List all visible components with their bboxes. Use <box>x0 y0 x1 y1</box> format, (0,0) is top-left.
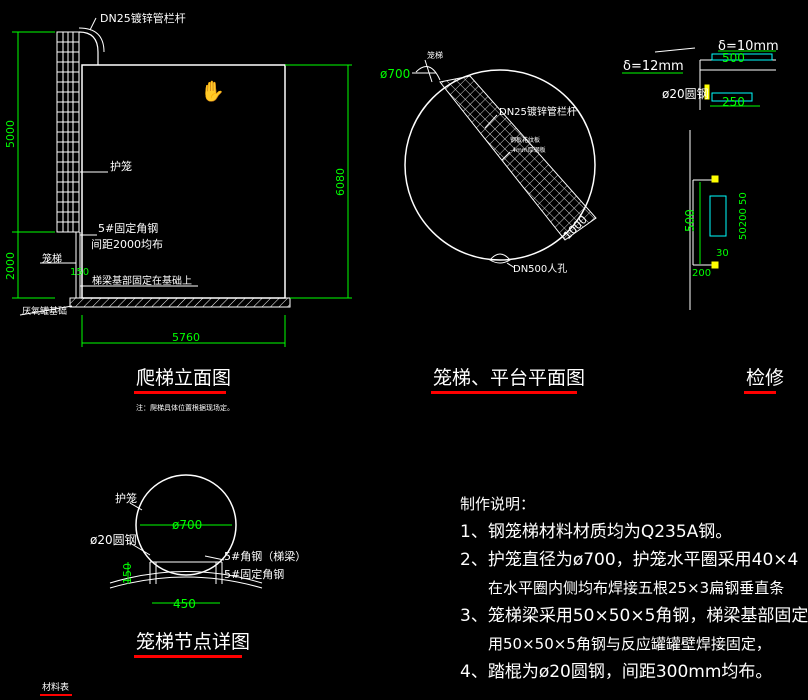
notes-title: 制作说明： <box>460 495 536 513</box>
elevation-title: 爬梯立面图 <box>136 367 231 389</box>
elevation-note: 注：爬梯具体位置根据现场定。 <box>136 403 234 412</box>
node-round-steel: ø20圆钢 <box>90 533 137 547</box>
node-dim-450: 450 <box>173 597 196 611</box>
node-cage-label: 护笼 <box>115 491 137 505</box>
node-title-underline <box>134 655 242 658</box>
notes-line-3: 3、笼梯梁采用50×50×5角钢，梯梁基部固定 <box>460 606 808 626</box>
elev-cage-label: 护笼 <box>110 159 132 173</box>
railing-arc <box>78 31 99 65</box>
detail-dim-30: 30 <box>716 248 729 259</box>
elev-dim-2000: 2000 <box>4 252 17 280</box>
elevation-title-underline <box>134 391 226 394</box>
detail-delta-12: δ=12mm <box>623 59 684 74</box>
detail-dim-500a: 500 <box>722 51 745 65</box>
detail-title: 检修 <box>746 367 784 389</box>
elev-dim-5000: 5000 <box>4 120 17 148</box>
elev-ladder-label: 笼梯 <box>42 252 62 265</box>
node-cage-circle <box>135 474 237 576</box>
plan-plate-label-2: -4mm厚钢板 <box>510 146 546 154</box>
elev-angle-label-2: 间距2000均布 <box>91 238 163 251</box>
notes-line-3b: 用50×50×5角钢与反应罐罐壁焊接固定， <box>488 635 771 653</box>
material-table-label: 材料表 <box>42 681 69 693</box>
notes-line-4: 4、踏棍为ø20圆钢，间距300mm均布。 <box>460 662 773 682</box>
cursor-hand-icon: ✋ <box>200 79 225 103</box>
elev-base-label: 梯梁基部固定在基础上 <box>92 274 192 287</box>
elev-foundation-label: 厌氧罐基础 <box>22 305 67 317</box>
detail-dim-250: 250 <box>722 95 745 109</box>
detail-title-underline <box>744 391 776 394</box>
foundation-hatch <box>69 297 291 308</box>
plan-title-underline <box>431 391 577 394</box>
plan-view: ø700 笼梯 DN25镀锌管栏杆 钢板花纹板 -4mm厚钢板 1000 DN5… <box>380 50 597 394</box>
detail-dim-500b: 500 <box>683 209 697 232</box>
elevation-view: ✋ DN25镀锌管栏杆 护笼 5#固定角钢 间距2000均布 <box>4 11 352 412</box>
production-notes: 制作说明： 1、钢笼梯材料材质均为Q235A钢。 2、护笼直径为ø700，护笼水… <box>460 490 808 686</box>
plan-manhole-label: DN500人孔 <box>513 263 567 275</box>
cad-drawing: ✋ DN25镀锌管栏杆 护笼 5#固定角钢 间距2000均布 <box>4 11 784 696</box>
node-angle-1: 5#角钢（梯梁） <box>224 549 306 563</box>
manhole-icon <box>489 253 511 264</box>
detail-round-steel: ø20圆钢 <box>662 87 709 101</box>
elev-dim-150: 150 <box>70 267 89 278</box>
plan-title: 笼梯、平台平面图 <box>433 367 585 389</box>
plan-cage-label: 笼梯 <box>427 50 443 60</box>
node-dim-700: ø700 <box>172 518 202 532</box>
node-detail-view: 护笼 ø700 ø20圆钢 5#角钢（梯梁） 5#固定角钢 150 450 笼梯… <box>90 474 306 658</box>
elev-angle-label-1: 5#固定角钢 <box>98 221 158 235</box>
detail-delta-10: δ=10mm <box>718 39 779 54</box>
node-title: 笼梯节点详图 <box>136 631 250 653</box>
notes-line-2: 2、护笼直径为ø700，护笼水平圈采用40×4 <box>460 550 799 570</box>
notes-line-2b: 在水平圈内侧均布焊接五根25×3扁钢垂直条 <box>488 579 785 597</box>
elev-top-pipe-label: DN25镀锌管栏杆 <box>100 11 186 25</box>
tank-circle <box>404 69 596 261</box>
elev-dim-6080: 6080 <box>334 168 347 196</box>
cage-platform <box>439 75 597 241</box>
detail-dim-50200: 50200 <box>738 208 749 240</box>
plan-dim-700: ø700 <box>380 67 410 81</box>
detail-dim-50: 50 <box>738 192 749 205</box>
tank-body <box>81 64 286 299</box>
platform-detail: δ=10mm δ=12mm 500 ø20圆钢 250 500 50200 50… <box>622 39 784 394</box>
plan-plate-label-1: 钢板花纹板 <box>510 136 540 144</box>
node-dim-150: 150 <box>121 563 134 584</box>
elevation-dimensions <box>12 31 352 347</box>
ladder-cage <box>56 31 80 233</box>
plan-pipe-label: DN25镀锌管栏杆 <box>499 105 577 118</box>
elev-dim-5760: 5760 <box>172 331 200 344</box>
notes-line-1: 1、钢笼梯材料材质均为Q235A钢。 <box>460 522 733 542</box>
detail-dim-200: 200 <box>692 268 711 279</box>
node-angle-2: 5#固定角钢 <box>224 567 284 581</box>
